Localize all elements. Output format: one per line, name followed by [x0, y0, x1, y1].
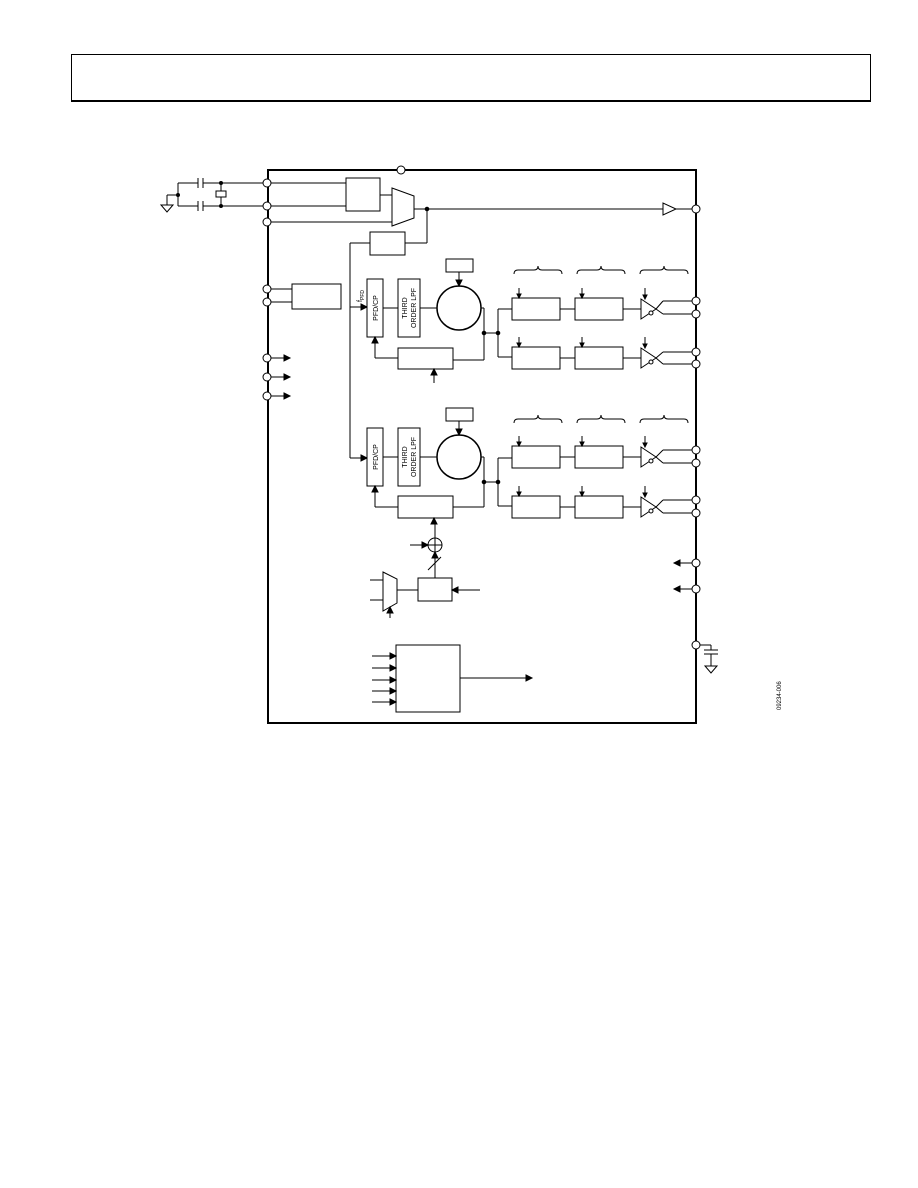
pin-ref-out: [691, 204, 701, 214]
pll-2: PFD/CP THIRD ORDER LPF: [350, 407, 701, 519]
figure-id: 09234-006: [777, 681, 783, 710]
pll2-vco-cal-block: [445, 407, 474, 422]
pll2-vco: [436, 434, 482, 480]
pin-pll2-out2-n: [691, 508, 701, 518]
fractional-control: [370, 516, 480, 618]
pin-ref-in: [262, 217, 272, 227]
pll1-vco: [436, 285, 482, 331]
pll2-pfd-cp-label: PFD/CP: [373, 444, 380, 470]
pll-1: PFD/CP THIRD ORDER LPF: [350, 258, 701, 383]
pin-pll1-out2-n: [691, 359, 701, 369]
sync-control-block: [291, 283, 342, 310]
pll1-ch1-delay-block: [574, 297, 624, 321]
ref-out-buffer: [662, 202, 678, 216]
pll1-vco-cal-block: [445, 258, 474, 273]
serial-interface: [372, 644, 534, 713]
pll2-ch1-delay-block: [574, 445, 624, 469]
pll2-ch1-divider-block: [511, 445, 561, 469]
pll1-lpf-label-2: ORDER LPF: [411, 288, 418, 328]
pll2-feedback-divider-block: [397, 495, 454, 519]
fpfd-label: fPFD: [357, 290, 366, 302]
pin-top: [396, 165, 406, 175]
ref-mux: [391, 187, 415, 227]
ldo-bypass: [691, 640, 719, 674]
pll1-feedback-divider-block: [397, 347, 454, 370]
pll1-ch2-divider-block: [511, 346, 561, 370]
page-header-box: [71, 54, 871, 102]
pll2-ch2-divider-block: [511, 495, 561, 519]
pll1-ch2-delay-block: [574, 346, 624, 370]
pin-pll1-out2-p: [691, 347, 701, 357]
serial-control-block: [395, 644, 461, 713]
pin-pll2-out1-p: [691, 445, 701, 455]
pll1-ch1-output-driver: [640, 298, 657, 320]
modulator-mux: [382, 571, 398, 612]
pll2-lpf-label-2: ORDER LPF: [411, 437, 418, 477]
crystal-network: [159, 178, 264, 213]
pin-sync-2: [262, 297, 272, 307]
pin-sync-1: [262, 284, 272, 294]
pll2-ch2-delay-block: [574, 495, 624, 519]
chip-outline: [267, 169, 697, 724]
pll2-lpf-label-1: THIRD: [402, 446, 409, 467]
ref-divider-block: [369, 231, 406, 256]
pin-xtal-1: [262, 178, 272, 188]
modulator-block: [417, 577, 453, 602]
pin-pll2-out1-n: [691, 458, 701, 468]
pin-pll2-out2-p: [691, 495, 701, 505]
pll1-lpf-label-1: THIRD: [402, 297, 409, 318]
pll1-pfd-cp-label: PFD/CP: [373, 295, 380, 321]
status-pins: [262, 353, 292, 401]
pll2-ch1-output-driver: [640, 446, 657, 468]
pin-pll1-out1-n: [691, 309, 701, 319]
pll2-ch2-output-driver: [640, 496, 657, 518]
pin-pll1-out1-p: [691, 296, 701, 306]
pin-xtal-2: [262, 201, 272, 211]
pll1-ch2-output-driver: [640, 347, 657, 369]
right-control-pins: [672, 558, 701, 594]
oscillator-block: [345, 177, 381, 212]
pll1-ch1-divider-block: [511, 297, 561, 321]
